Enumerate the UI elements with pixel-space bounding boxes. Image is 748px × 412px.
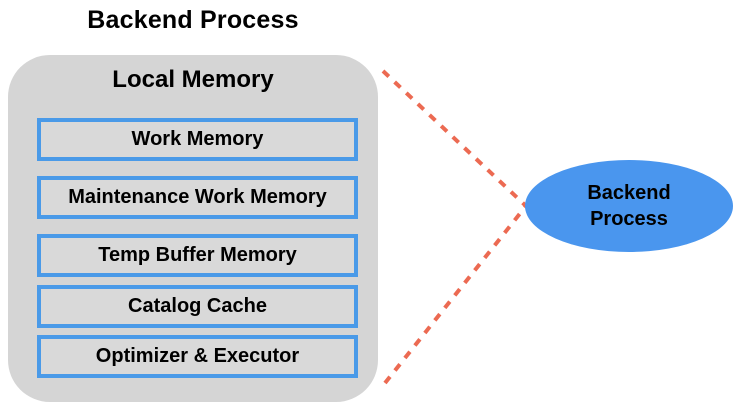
backend-process-ellipse: Backend Process (525, 160, 733, 252)
memory-box-label: Catalog Cache (128, 295, 267, 317)
local-memory-title: Local Memory (112, 66, 274, 93)
memory-box-label: Temp Buffer Memory (98, 244, 297, 266)
memory-box-catalog-cache: Catalog Cache (37, 285, 358, 328)
diagram-title: Backend Process (87, 6, 299, 34)
memory-box-optimizer-executor: Optimizer & Executor (37, 335, 358, 378)
connector-line-bottom (383, 204, 528, 385)
connector-line-top (381, 69, 528, 208)
memory-box-temp-buffer-memory: Temp Buffer Memory (37, 234, 358, 277)
memory-box-label: Work Memory (131, 128, 264, 150)
backend-process-label-line1: Backend (587, 182, 671, 204)
memory-box-label: Maintenance Work Memory (68, 186, 327, 208)
memory-box-work-memory: Work Memory (37, 118, 358, 161)
memory-box-maintenance-work-memory: Maintenance Work Memory (37, 176, 358, 219)
local-memory-container: Local Memory Work Memory Maintenance Wor… (8, 55, 378, 402)
memory-box-label: Optimizer & Executor (95, 345, 300, 367)
backend-process-label-line2: Process (590, 208, 668, 230)
